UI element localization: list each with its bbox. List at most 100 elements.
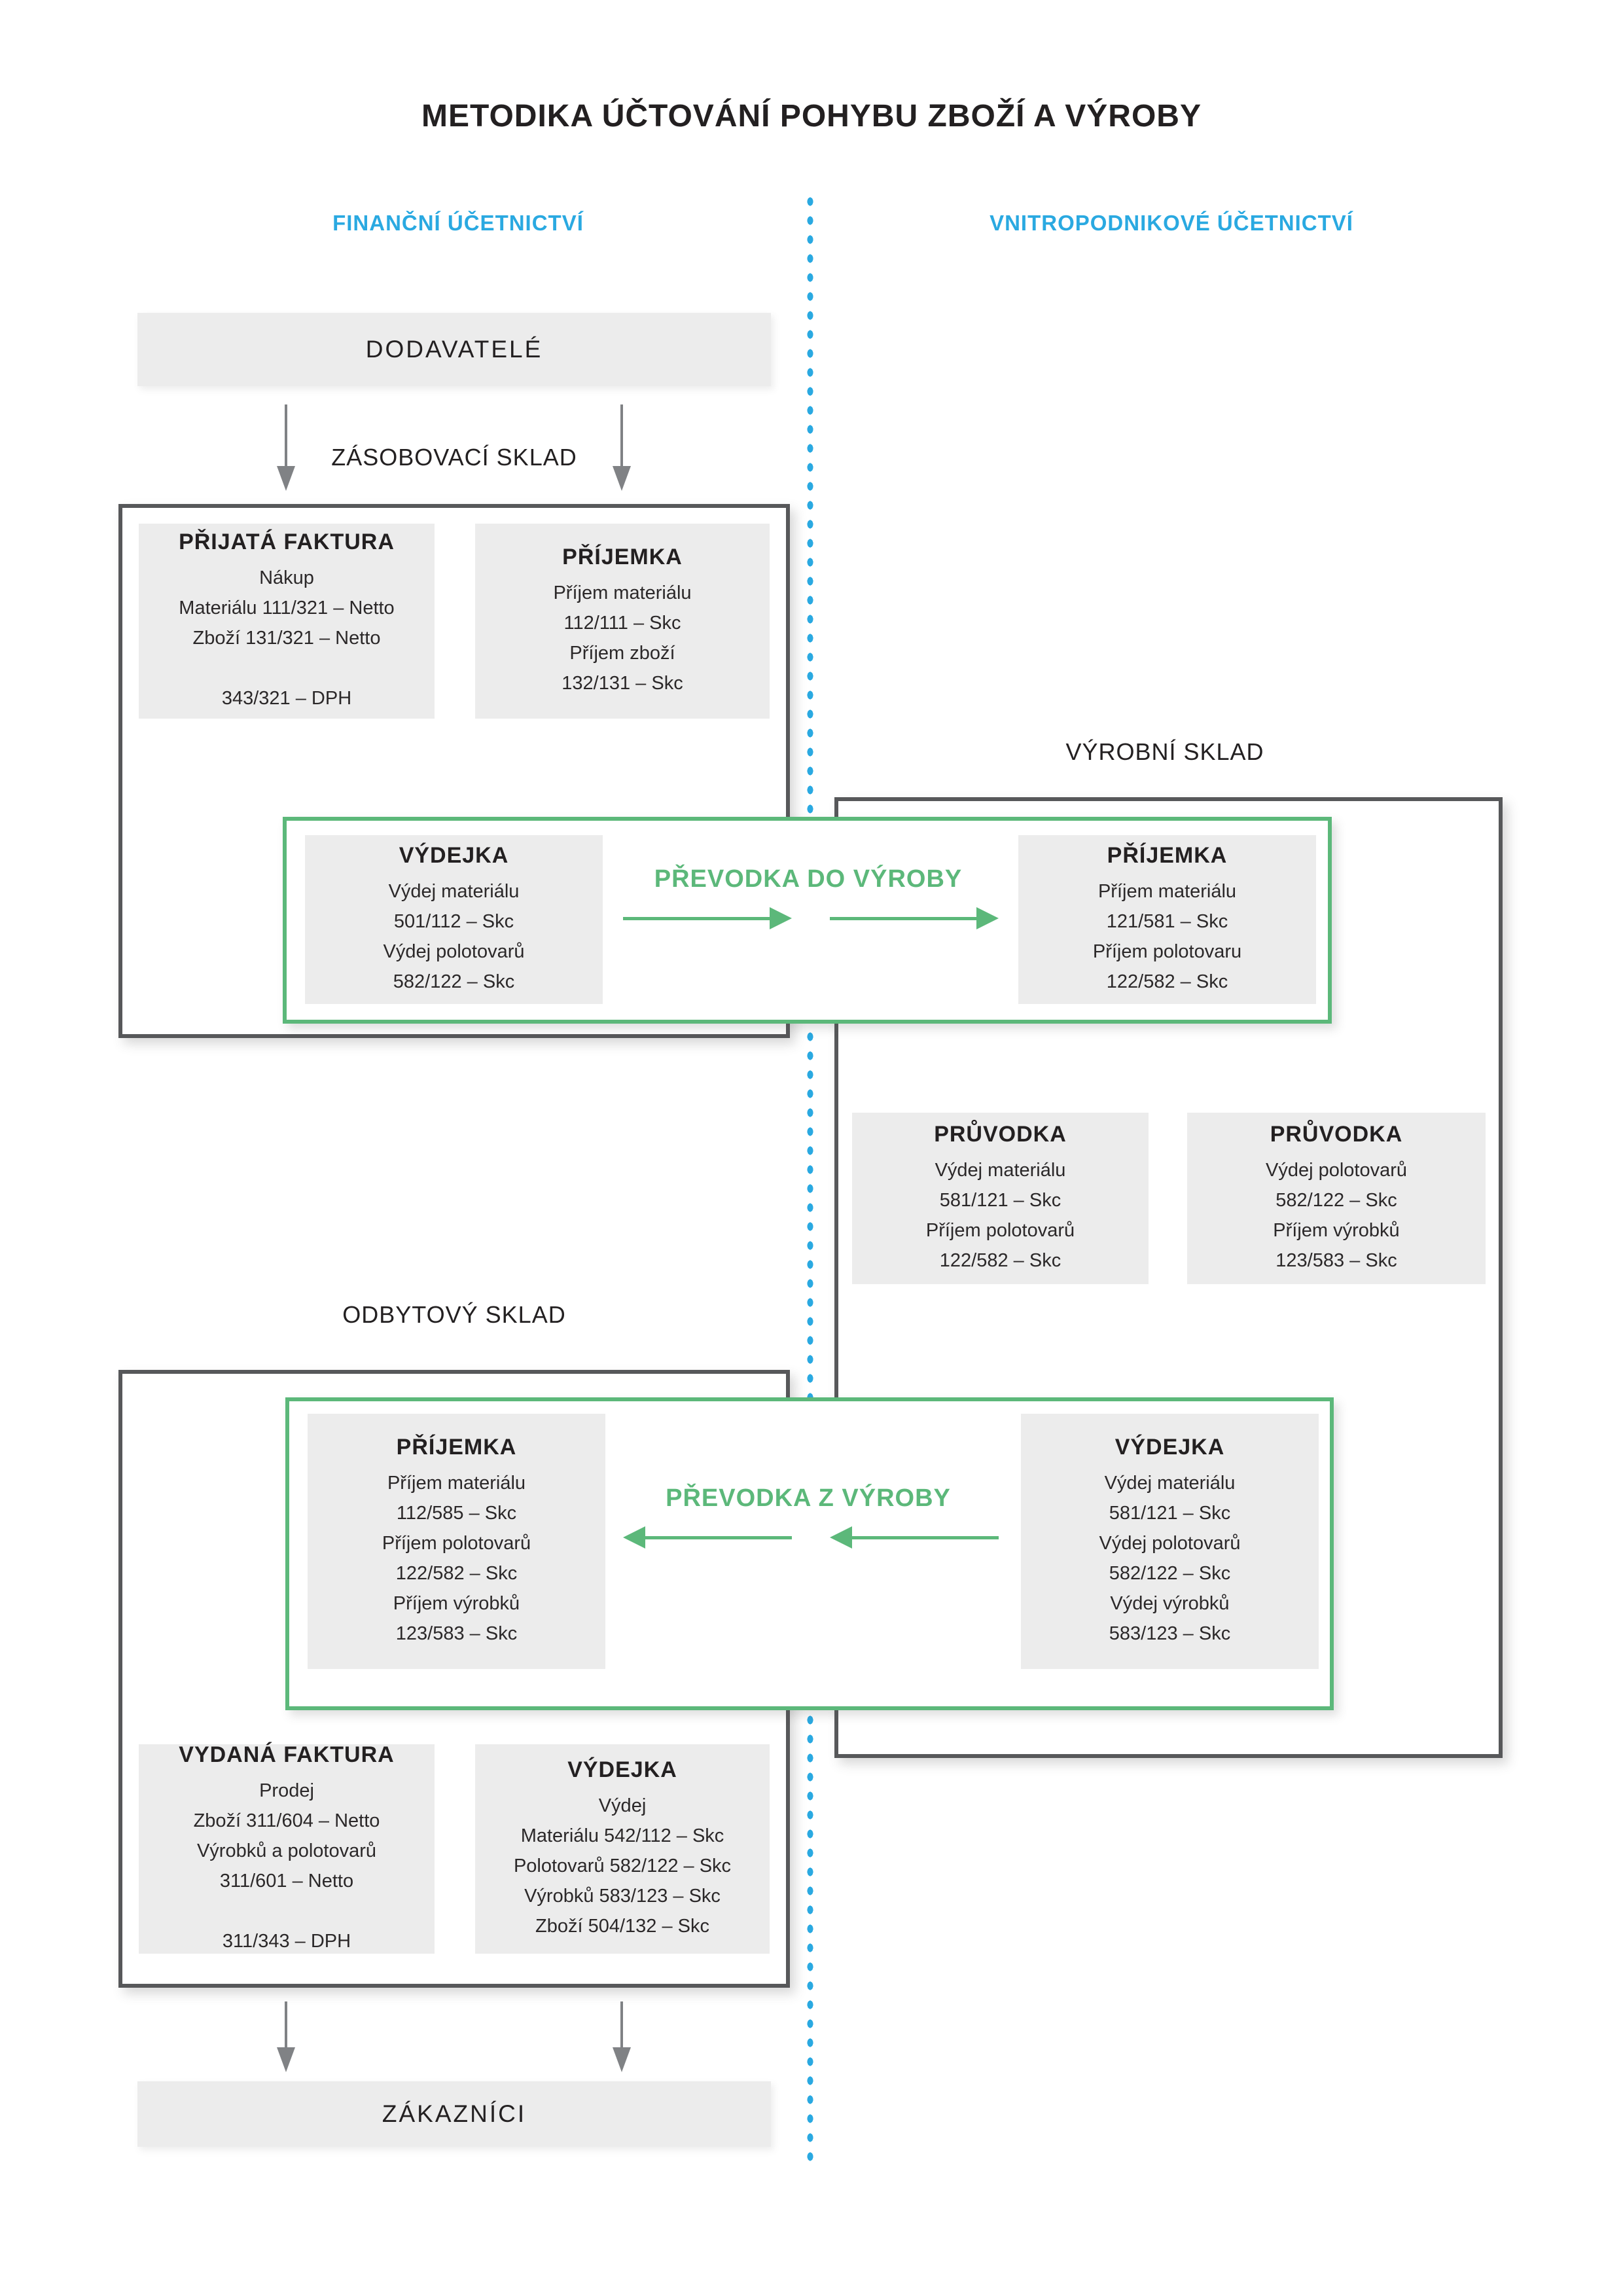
left-arrow-icon bbox=[623, 1526, 792, 1549]
right-arrow-icon bbox=[830, 907, 999, 929]
card-line: 123/583 – Skc bbox=[395, 1623, 518, 1644]
card-title: PŘÍJEMKA bbox=[1107, 842, 1228, 868]
transfer-label-to-production: PŘEVODKA DO VÝROBY bbox=[654, 865, 963, 893]
card-line: Příjem polotovarů bbox=[382, 1532, 531, 1554]
card-line: 501/112 – Skc bbox=[393, 910, 514, 932]
zone-label-production: VÝROBNÍ SKLAD bbox=[1065, 738, 1264, 765]
arrow-shaft bbox=[643, 1536, 792, 1539]
customers-box: ZÁKAZNÍCI bbox=[137, 2081, 771, 2147]
dotted-divider-line bbox=[807, 196, 813, 2166]
down-arrow-icon bbox=[613, 2001, 631, 2073]
customers-label: ZÁKAZNÍCI bbox=[382, 2100, 527, 2127]
card-line: 112/585 – Skc bbox=[396, 1502, 517, 1524]
card-title: PRŮVODKA bbox=[934, 1121, 1067, 1147]
card-line: Zboží 311/604 – Netto bbox=[193, 1810, 380, 1831]
page-title: METODIKA ÚČTOVÁNÍ POHYBU ZBOŽÍ A VÝROBY bbox=[421, 99, 1202, 134]
card-line: Prodej bbox=[259, 1780, 314, 1801]
arrow-head bbox=[976, 907, 999, 929]
transfer-label-from-production: PŘEVODKA Z VÝROBY bbox=[666, 1484, 951, 1512]
card-line: 311/601 – Netto bbox=[219, 1870, 354, 1892]
arrow-head bbox=[277, 466, 295, 491]
card-line: 112/111 – Skc bbox=[563, 612, 681, 634]
card-line: Příjem výrobků bbox=[1273, 1219, 1400, 1241]
arrow-head bbox=[613, 2047, 631, 2072]
card-line: Výrobků a polotovarů bbox=[196, 1840, 377, 1861]
arrow-shaft bbox=[620, 404, 623, 466]
card-title: PŘÍJEMKA bbox=[396, 1434, 517, 1460]
card-line: Výdej materiálu bbox=[935, 1159, 1066, 1181]
card-line: 121/581 – Skc bbox=[1106, 910, 1228, 932]
column-heading-financial: FINANČNÍ ÚČETNICTVÍ bbox=[332, 211, 584, 235]
down-arrow-icon bbox=[277, 2001, 295, 2073]
arrow-head bbox=[613, 466, 631, 491]
zone-label-supply: ZÁSOBOVACÍ SKLAD bbox=[331, 444, 577, 471]
card-line: Příjem materiálu bbox=[553, 582, 692, 603]
column-heading-internal: VNITROPODNIKOVÉ ÚČETNICTVÍ bbox=[990, 211, 1353, 235]
card-line: Zboží 131/321 – Netto bbox=[192, 627, 381, 649]
arrow-shaft bbox=[285, 2001, 287, 2047]
card-line: 582/122 – Skc bbox=[1275, 1189, 1397, 1211]
card-line: Materiálu 111/321 – Netto bbox=[179, 597, 395, 619]
card-line: Výdej materiálu bbox=[388, 880, 520, 902]
arrow-head bbox=[277, 2047, 295, 2072]
card-line: Materiálu 542/112 – Skc bbox=[520, 1825, 724, 1846]
card-line: Nákup bbox=[259, 567, 314, 588]
card-line: Příjem polotovaru bbox=[1092, 941, 1242, 962]
card-line bbox=[144, 653, 429, 683]
card-title: PŘÍJEMKA bbox=[562, 544, 683, 569]
suppliers-label: DODAVATELÉ bbox=[365, 336, 543, 363]
arrow-shaft bbox=[623, 917, 772, 920]
card-line bbox=[144, 1896, 429, 1926]
card-line: Výdej výrobků bbox=[1110, 1592, 1230, 1614]
left-arrow-icon bbox=[830, 1526, 999, 1549]
card-line: 123/583 – Skc bbox=[1275, 1249, 1397, 1271]
card-line: Výdej polotovarů bbox=[1265, 1159, 1408, 1181]
card-title: VYDANÁ FAKTURA bbox=[179, 1742, 395, 1767]
card-line: 122/582 – Skc bbox=[395, 1562, 518, 1584]
arrow-shaft bbox=[830, 917, 979, 920]
card-line: 582/122 – Skc bbox=[393, 971, 515, 992]
card-line: Příjem materiálu bbox=[1097, 880, 1237, 902]
card-line: 343/321 – DPH bbox=[221, 687, 352, 709]
card-line: Polotovarů 582/122 – Skc bbox=[513, 1855, 732, 1876]
card-line: Příjem zboží bbox=[569, 642, 675, 664]
card-line: Příjem výrobků bbox=[393, 1592, 520, 1614]
card-line: Zboží 504/132 – Skc bbox=[535, 1915, 709, 1937]
card-line: Příjem polotovarů bbox=[925, 1219, 1075, 1241]
down-arrow-icon bbox=[613, 404, 631, 491]
arrow-head bbox=[623, 1526, 645, 1549]
card-line: Výdej polotovarů bbox=[383, 941, 525, 962]
arrow-head bbox=[770, 907, 792, 929]
card-title: VÝDEJKA bbox=[567, 1757, 677, 1782]
card-title: PRŮVODKA bbox=[1270, 1121, 1403, 1147]
card-line: Příjem materiálu bbox=[387, 1472, 526, 1494]
card-title: PŘIJATÁ FAKTURA bbox=[179, 529, 395, 554]
card-line: 583/123 – Skc bbox=[1109, 1623, 1231, 1644]
card-line: Výdej bbox=[598, 1795, 647, 1816]
card-line: 132/131 – Skc bbox=[562, 672, 683, 694]
card-line: 311/343 – DPH bbox=[222, 1930, 351, 1952]
card-line: Výrobků 583/123 – Skc bbox=[524, 1885, 721, 1907]
card-line: Výdej polotovarů bbox=[1099, 1532, 1241, 1554]
suppliers-box: DODAVATELÉ bbox=[137, 313, 771, 386]
card-line: 122/582 – Skc bbox=[939, 1249, 1061, 1271]
